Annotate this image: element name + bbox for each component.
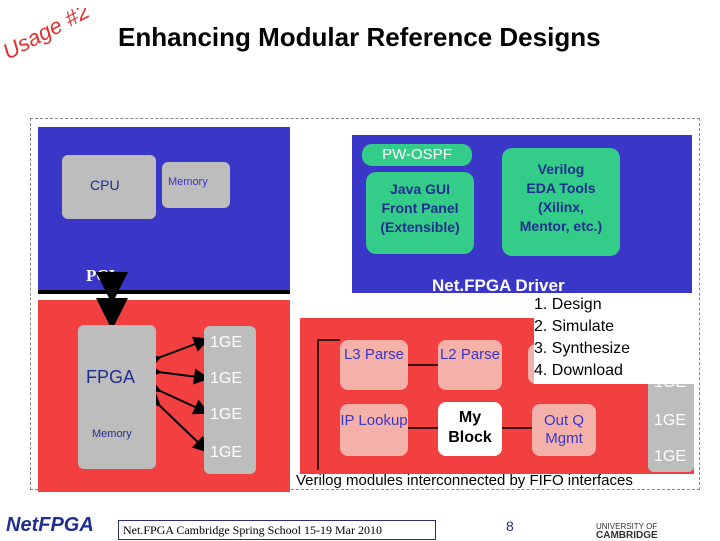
- fpga-label: FPGA: [86, 367, 136, 387]
- out-q-mgmt-module: Out Q Mgmt: [532, 404, 596, 456]
- port-4: 1GE: [210, 444, 243, 461]
- port-3: 1GE: [210, 406, 243, 423]
- step-3: 3. Synthesize: [534, 340, 631, 357]
- right-port-2: 1GE: [654, 412, 687, 429]
- right-port-3: 1GE: [654, 448, 687, 465]
- java-gui-box: Java GUI Front Panel (Extensible): [366, 172, 474, 254]
- board-memory-label: Memory: [92, 428, 132, 440]
- port-column: [204, 326, 256, 474]
- pipeline-caption: Verilog modules interconnected by FIFO i…: [296, 472, 633, 489]
- system-frame: [30, 118, 700, 490]
- cpu-label: CPU: [90, 177, 120, 193]
- step-2: 2. Simulate: [534, 318, 615, 335]
- step-1: 1. Design: [534, 296, 602, 313]
- pci-label: PCI: [86, 266, 116, 285]
- pci-bus-line: [38, 290, 290, 294]
- fpga-block: FPGA: [78, 325, 156, 469]
- svg-text:Usage #2: Usage #2: [2, 8, 92, 64]
- footer-event: Net.FPGA Cambridge Spring School 15-19 M…: [118, 520, 436, 540]
- l3-parse-module: L3 Parse: [340, 340, 408, 390]
- pwospf-box: PW-OSPF: [362, 144, 472, 166]
- port-1: 1GE: [210, 334, 243, 351]
- driver-label: Net.FPGA Driver: [432, 276, 565, 295]
- design-steps: 1. Design 2. Simulate 3. Synthesize 4. D…: [534, 294, 696, 384]
- l2-parse-module: L2 Parse: [438, 340, 502, 390]
- page-number: 8: [506, 518, 514, 534]
- host-memory-label: Memory: [168, 176, 208, 188]
- host-memory-block: Memory: [162, 162, 230, 208]
- ip-lookup-module: IP Lookup: [340, 404, 408, 456]
- port-2: 1GE: [210, 370, 243, 387]
- my-block-module: My Block: [438, 402, 502, 456]
- usage-tag: Usage #2: [0, 0, 94, 68]
- netfpga-logo: NetFPGA: [6, 514, 94, 536]
- verilog-tools-box: Verilog EDA Tools (Xilinx, Mentor, etc.): [502, 148, 620, 256]
- cpu-block: CPU: [62, 155, 156, 219]
- slide-title: Enhancing Modular Reference Designs: [118, 22, 601, 52]
- step-4: 4. Download: [534, 362, 623, 379]
- cambridge-logo: UNIVERSITY OF CAMBRIDGE: [596, 522, 658, 541]
